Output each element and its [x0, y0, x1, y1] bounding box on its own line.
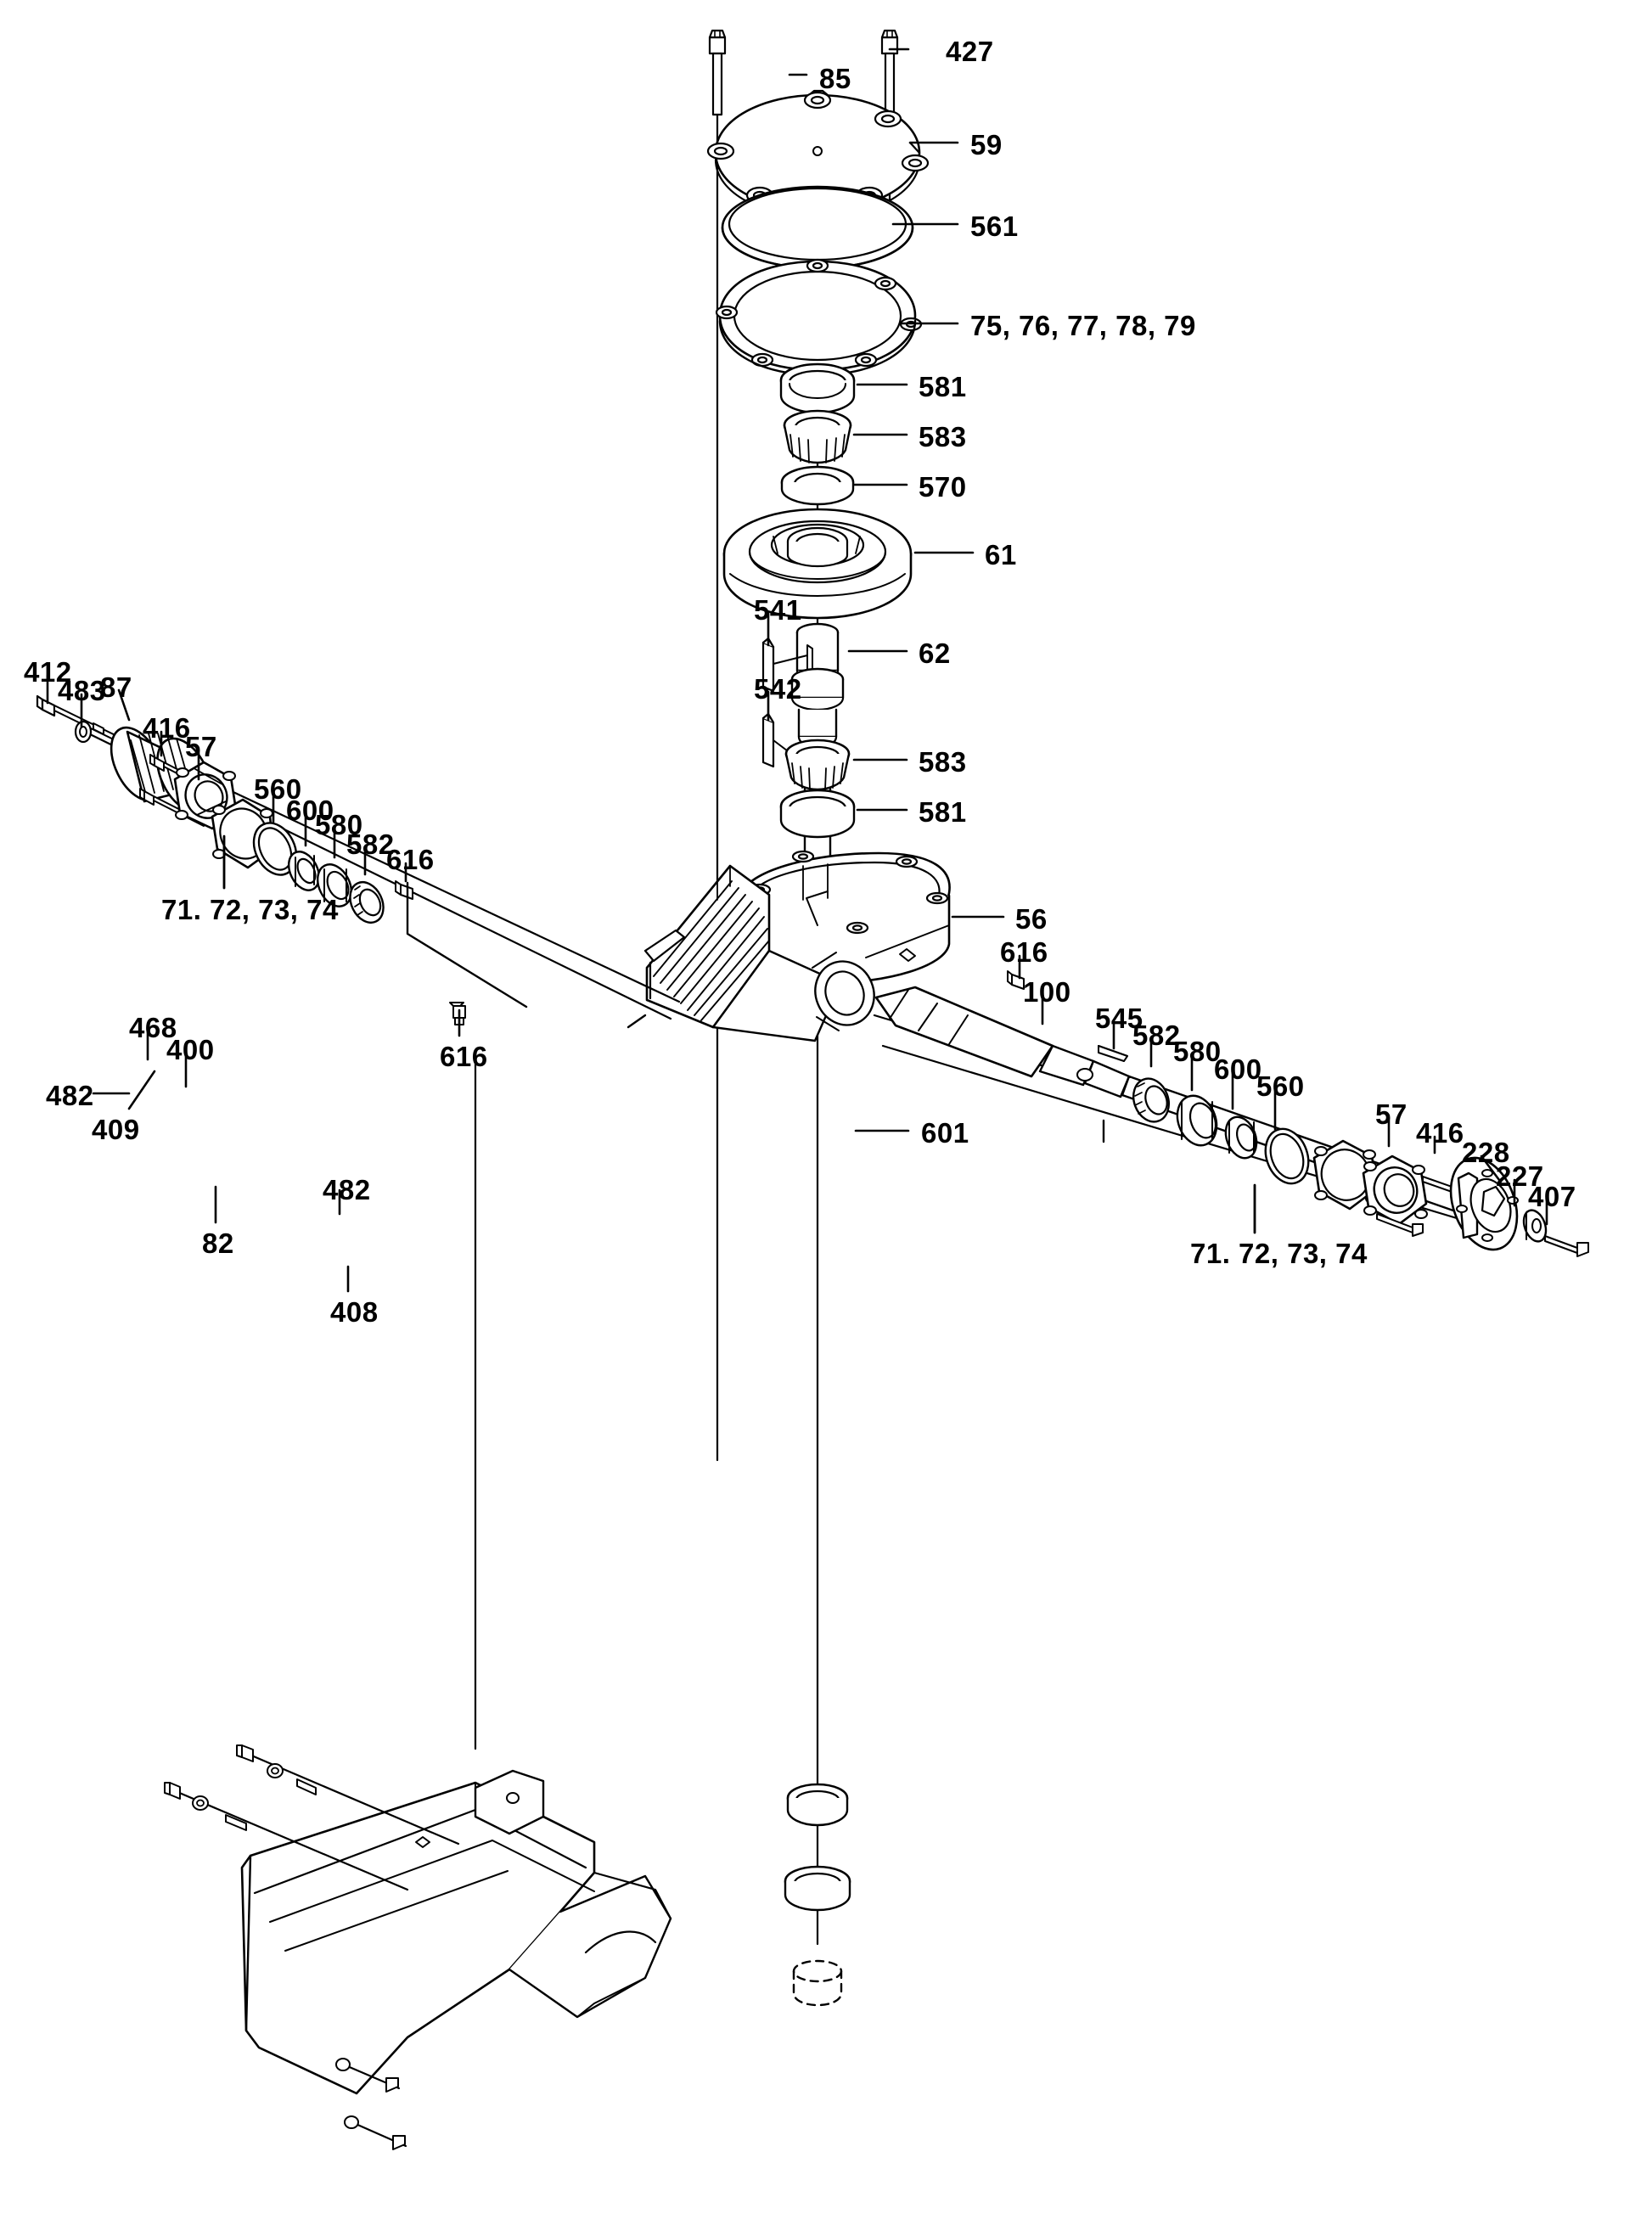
callout-482: 482: [323, 1174, 371, 1205]
callout-85: 85: [819, 63, 851, 94]
callout-57: 57: [1375, 1098, 1408, 1130]
callout-545: 545: [1095, 1003, 1143, 1034]
callout-227: 227: [1496, 1160, 1544, 1192]
callout-56: 56: [1015, 903, 1048, 935]
callout-580: 580: [1173, 1036, 1222, 1067]
callout-616: 616: [386, 844, 435, 875]
callout-100: 100: [1023, 976, 1071, 1008]
callout-82: 82: [202, 1228, 234, 1259]
callout-75-76-77-78-79: 75, 76, 77, 78, 79: [970, 310, 1196, 341]
callout-581: 581: [919, 371, 967, 402]
callout-601: 601: [921, 1117, 969, 1149]
callout-541: 541: [754, 594, 802, 626]
callout-71-72-73-74: 71. 72, 73, 74: [161, 894, 339, 925]
callout-228: 228: [1462, 1137, 1510, 1168]
callout-483: 483: [58, 675, 106, 706]
leader-line: [117, 688, 131, 722]
callout-400: 400: [166, 1034, 215, 1065]
callout-561: 561: [970, 211, 1019, 242]
callout-582: 582: [346, 829, 395, 860]
callout-59: 59: [970, 129, 1003, 160]
callout-62: 62: [919, 638, 951, 669]
callout-600: 600: [1214, 1053, 1262, 1085]
callout-87: 87: [100, 671, 132, 703]
callout-542: 542: [754, 673, 802, 705]
callout-560: 560: [1256, 1070, 1305, 1102]
callout-427: 427: [946, 36, 994, 67]
leader-line: [1480, 1155, 1501, 1182]
callout-580: 580: [315, 809, 363, 840]
callout-407: 407: [1528, 1181, 1576, 1212]
callout-583: 583: [919, 746, 967, 778]
callout-570: 570: [919, 471, 967, 503]
callout-482: 482: [46, 1080, 94, 1111]
callout-560: 560: [254, 773, 302, 805]
callout-616: 616: [1000, 936, 1048, 968]
callout-582: 582: [1132, 1020, 1181, 1051]
callout-71-72-73-74: 71. 72, 73, 74: [1190, 1238, 1368, 1269]
callout-416: 416: [143, 712, 191, 744]
callout-412: 412: [24, 656, 72, 688]
callout-583: 583: [919, 421, 967, 452]
callout-581: 581: [919, 796, 967, 828]
callout-57: 57: [185, 731, 217, 762]
callout-416: 416: [1416, 1117, 1464, 1149]
callout-61: 61: [985, 539, 1017, 570]
callout-616: 616: [440, 1041, 488, 1072]
callout-409: 409: [92, 1114, 140, 1145]
leader-line: [127, 1070, 156, 1110]
callout-408: 408: [330, 1296, 379, 1328]
callout-600: 600: [286, 795, 334, 826]
callout-468: 468: [129, 1012, 177, 1043]
